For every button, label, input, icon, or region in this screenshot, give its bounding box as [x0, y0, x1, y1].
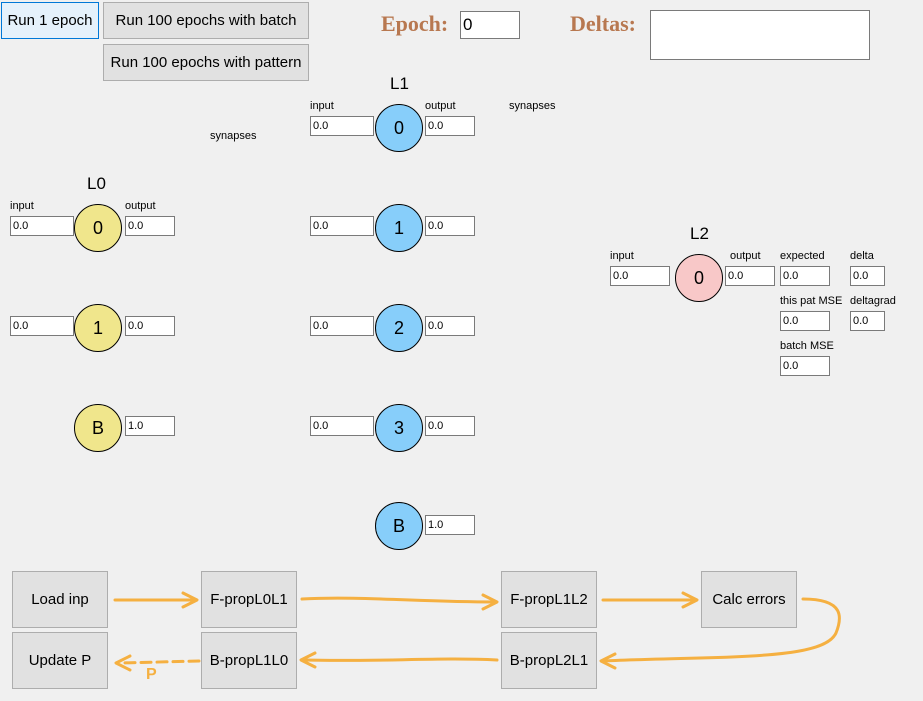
l1-input-label: input — [310, 100, 334, 112]
l2-output[interactable]: 0.0 — [725, 266, 775, 286]
l2-expected-label: expected — [780, 250, 825, 262]
l1-n3-output[interactable]: 0.0 — [425, 416, 475, 436]
l2-deltagrad-label: deltagrad — [850, 295, 896, 307]
epoch-field[interactable]: 0 — [460, 11, 520, 39]
l0-n1-output[interactable]: 0.0 — [125, 316, 175, 336]
l1-n0-input[interactable]: 0.0 — [310, 116, 374, 136]
l1-title: L1 — [390, 74, 409, 93]
l2-neuron-0: 0 — [675, 254, 723, 302]
arrow-fprop01-to-fprop12 — [300, 596, 497, 604]
l1-bias-output[interactable]: 1.0 — [425, 515, 475, 535]
l1-n3-input[interactable]: 0.0 — [310, 416, 374, 436]
calc-errors-button[interactable]: Calc errors — [701, 571, 797, 628]
l1-neuron-2: 2 — [375, 304, 423, 352]
l2-deltagrad[interactable]: 0.0 — [850, 311, 885, 331]
l2-delta[interactable]: 0.0 — [850, 266, 885, 286]
l1-n0-output[interactable]: 0.0 — [425, 116, 475, 136]
l0-n1-input[interactable]: 0.0 — [10, 316, 74, 336]
deltas-field[interactable] — [650, 10, 870, 60]
epoch-label: Epoch: — [381, 11, 449, 36]
fprop-l0l1-button[interactable]: F-propL0L1 — [201, 571, 297, 628]
l2-this-pat-mse[interactable]: 0.0 — [780, 311, 830, 331]
l0-neuron-1: 1 — [74, 304, 122, 352]
l1-n2-input[interactable]: 0.0 — [310, 316, 374, 336]
l0-bias-output[interactable]: 1.0 — [125, 416, 175, 436]
l2-input-label: input — [610, 250, 634, 262]
load-inp-button[interactable]: Load inp — [12, 571, 108, 628]
l1-neuron-0: 0 — [375, 104, 423, 152]
l0-input-label: input — [10, 200, 34, 212]
l0-output-label: output — [125, 200, 156, 212]
l2-title: L2 — [690, 224, 709, 243]
l1-n1-input[interactable]: 0.0 — [310, 216, 374, 236]
run-100-epochs-pattern-button[interactable]: Run 100 epochs with pattern — [103, 44, 309, 81]
bprop-l1l0-button[interactable]: B-propL1L0 — [201, 632, 297, 689]
l2-batch-mse-label: batch MSE — [780, 340, 834, 352]
l1-neuron-3: 3 — [375, 404, 423, 452]
l2-this-pat-mse-label: this pat MSE — [780, 295, 843, 307]
bprop-l2l1-button[interactable]: B-propL2L1 — [501, 632, 597, 689]
l2-batch-mse[interactable]: 0.0 — [780, 356, 830, 376]
deltas-label: Deltas: — [570, 11, 636, 36]
l1-n2-output[interactable]: 0.0 — [425, 316, 475, 336]
flow-p-annotation: P — [146, 666, 157, 683]
fprop-l1l2-button[interactable]: F-propL1L2 — [501, 571, 597, 628]
l2-expected[interactable]: 0.0 — [780, 266, 830, 286]
l2-input[interactable]: 0.0 — [610, 266, 670, 286]
update-p-button[interactable]: Update P — [12, 632, 108, 689]
synapses-label-l1l2: synapses — [509, 100, 556, 112]
l1-neuron-bias: B — [375, 502, 423, 550]
l2-output-label: output — [730, 250, 761, 262]
arrow-bprop10-to-update — [118, 659, 201, 665]
run-1-epoch-button[interactable]: Run 1 epoch — [1, 2, 99, 39]
run-100-epochs-batch-button[interactable]: Run 100 epochs with batch — [103, 2, 309, 39]
l1-neuron-1: 1 — [375, 204, 423, 252]
l0-n0-input[interactable]: 0.0 — [10, 216, 74, 236]
l1-n1-output[interactable]: 0.0 — [425, 216, 475, 236]
l0-n0-output[interactable]: 0.0 — [125, 216, 175, 236]
arrow-bprop21-to-bprop10 — [301, 657, 499, 662]
l0-neuron-0: 0 — [74, 204, 122, 252]
l0-neuron-bias: B — [74, 404, 122, 452]
l2-delta-label: delta — [850, 250, 874, 262]
synapses-label-l0l1: synapses — [210, 130, 257, 142]
l1-output-label: output — [425, 100, 456, 112]
l0-title: L0 — [87, 174, 106, 193]
